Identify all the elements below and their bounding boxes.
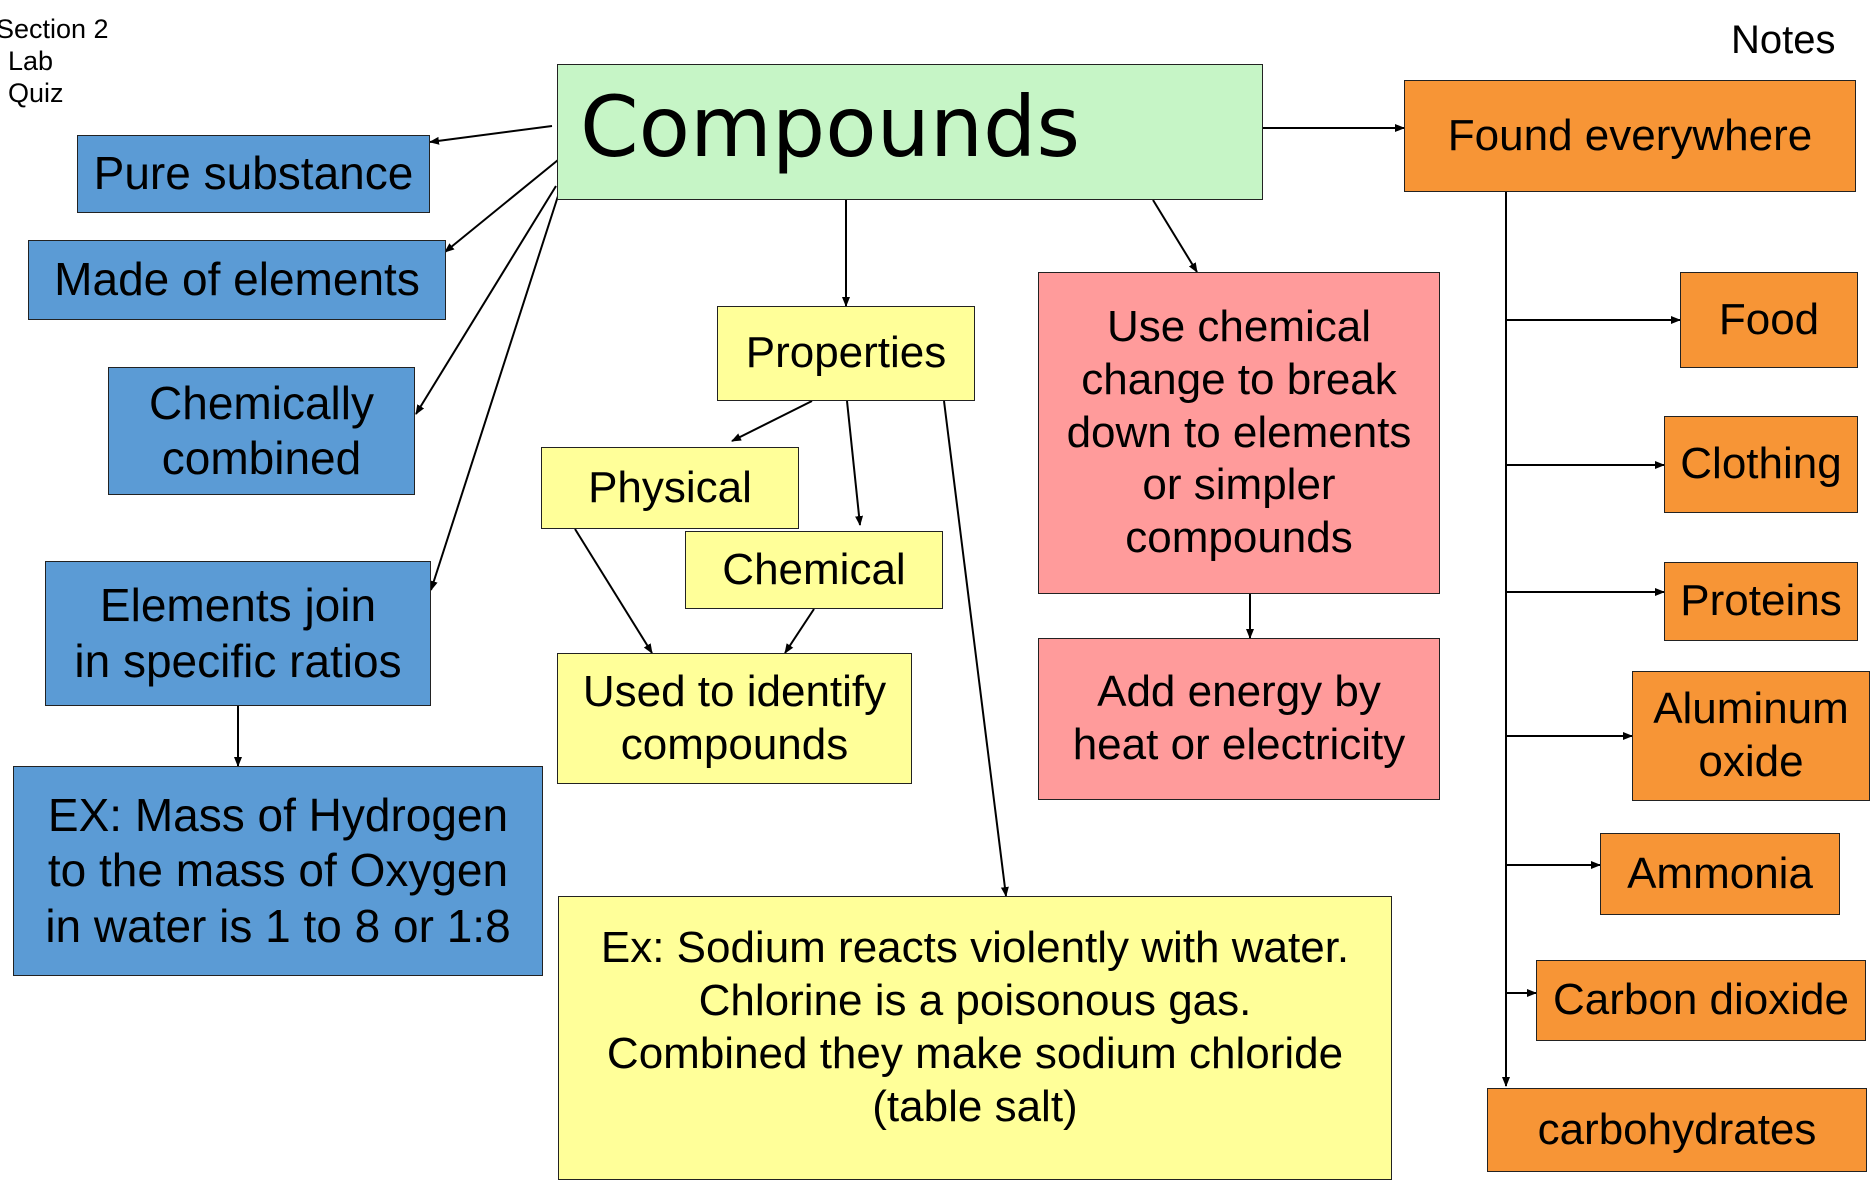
ex-mass-box: EX: Mass of Hydrogen to the mass of Oxyg…: [13, 766, 543, 976]
arrow-properties-to-physical: [731, 400, 813, 442]
properties-box: Properties: [717, 306, 975, 401]
food-box: Food: [1680, 272, 1858, 368]
arrow-properties-to-chemical: [846, 400, 864, 526]
aluminum-oxide-box: Aluminum oxide: [1632, 671, 1870, 801]
chemical-change-box: Use chemical change to break down to ele…: [1038, 272, 1440, 594]
made-of-elements-box: Made of elements: [28, 240, 446, 320]
arrow-properties-to-ex-sodium: [943, 400, 1009, 897]
proteins-box: Proteins: [1664, 562, 1858, 641]
arrow-compounds-to-made-of-elements: [444, 159, 559, 253]
elements-join-box: Elements join in specific ratios: [45, 561, 431, 706]
physical-box: Physical: [541, 447, 799, 529]
arrow-chemical-to-used-to-identify: [784, 608, 815, 654]
notes-label: Notes: [1731, 18, 1836, 62]
carbon-dioxide-box: Carbon dioxide: [1536, 960, 1866, 1041]
arrow-compounds-to-chemical-change: [1152, 199, 1198, 273]
carbohydrates-box: carbohydrates: [1487, 1088, 1867, 1172]
arrow-compounds-to-chemically-combined: [415, 185, 557, 415]
used-to-identify-box: Used to identify compounds: [557, 653, 912, 784]
ammonia-box: Ammonia: [1600, 833, 1840, 915]
arrow-compounds-to-elements-join: [429, 195, 559, 591]
corner-section-label: Section 2: [0, 14, 109, 44]
arrow-compounds-to-pure-substance: [429, 125, 553, 145]
chemical-box: Chemical: [685, 531, 943, 609]
arrow-physical-to-used-to-identify: [574, 528, 653, 654]
pure-substance-box: Pure substance: [77, 135, 430, 213]
add-energy-box: Add energy by heat or electricity: [1038, 638, 1440, 800]
compounds-node: Compounds: [557, 64, 1263, 200]
clothing-box: Clothing: [1664, 416, 1858, 513]
corner-notes: Section 2 Lab Quiz: [0, 14, 120, 110]
corner-lab-label: Lab: [8, 45, 54, 76]
chemically-combined-box: Chemically combined: [108, 367, 415, 495]
found-everywhere-box: Found everywhere: [1404, 80, 1856, 192]
corner-quiz-label: Quiz: [8, 77, 64, 108]
ex-sodium-box: Ex: Sodium reacts violently with water. …: [558, 896, 1392, 1180]
